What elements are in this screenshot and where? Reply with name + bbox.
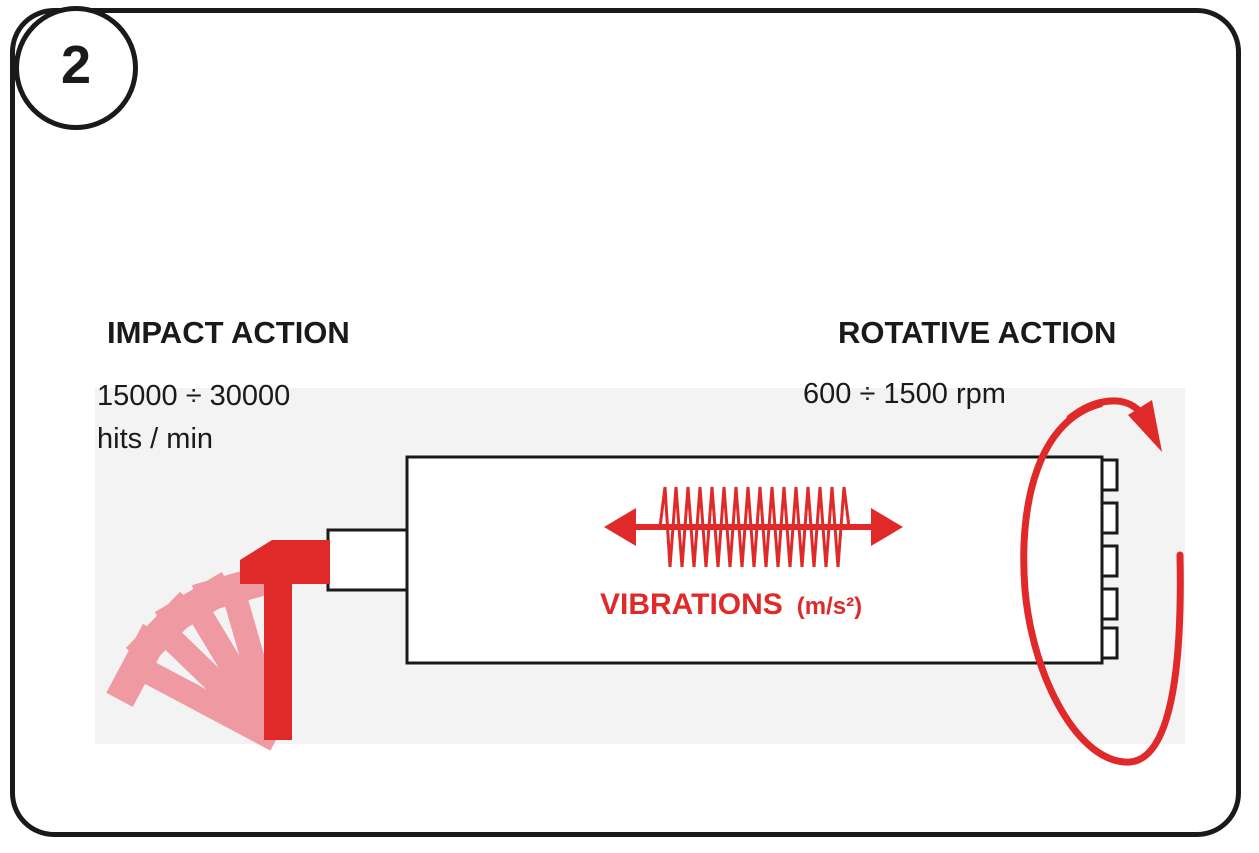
drill-shank — [326, 528, 409, 592]
hammer-icon — [240, 540, 330, 740]
step-badge: 2 — [14, 6, 138, 130]
double-arrow-icon — [604, 486, 903, 568]
vibrations-text: VIBRATIONS — [600, 588, 783, 621]
rotative-rate: 600 ÷ 1500 rpm — [803, 378, 1006, 410]
vibrations-unit: (m/s²) — [796, 593, 863, 620]
step-number: 2 — [60, 35, 92, 95]
rotation-arrow-head — [1128, 400, 1162, 452]
impact-action-heading: IMPACT ACTION — [107, 315, 350, 350]
impact-rate-line2: hits / min — [97, 423, 214, 455]
vibrations-label: VIBRATIONS (m/s²) — [600, 588, 862, 622]
diagram-frame — [10, 8, 1241, 837]
rotation-arrow-icon — [1020, 397, 1184, 766]
drill-bit-teeth — [1100, 458, 1119, 660]
rotative-action-heading: ROTATIVE ACTION — [838, 315, 1117, 350]
impact-rate-line1: 15000 ÷ 30000 — [97, 380, 291, 412]
